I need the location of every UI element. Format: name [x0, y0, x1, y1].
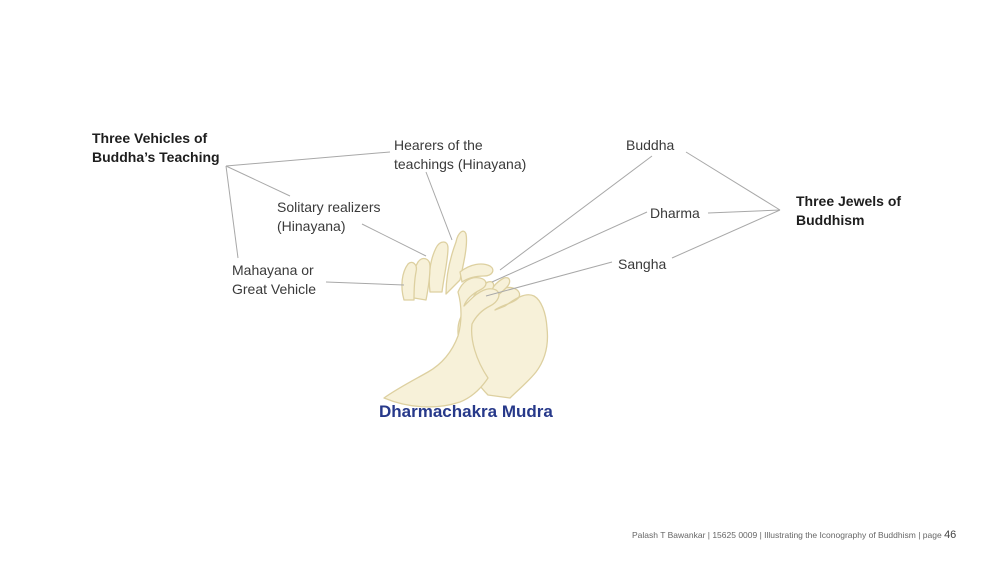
three-vehicles-heading-line1: Three Vehicles of	[92, 130, 208, 146]
mudra-hands-illustration	[383, 230, 549, 408]
footer-text: Palash T Bawankar | 15625 0009 | Illustr…	[632, 530, 942, 540]
label-hearers-line1: Hearers of the	[394, 137, 483, 153]
label-solitary-line2: (Hinayana)	[277, 218, 346, 234]
label-mahayana: Mahayana or Great Vehicle	[232, 261, 316, 299]
label-dharma: Dharma	[650, 205, 700, 221]
label-hearers: Hearers of the teachings (Hinayana)	[394, 136, 526, 174]
connector-line	[707, 209, 781, 214]
label-hearers-line2: teachings (Hinayana)	[394, 156, 527, 172]
left-hand-index	[459, 263, 494, 283]
connector-line	[485, 261, 613, 297]
left-hand-finger	[428, 241, 449, 293]
diagram-title: Dharmachakra Mudra	[379, 402, 553, 421]
connector-line	[225, 151, 391, 167]
connector-line	[671, 209, 781, 259]
footer: Palash T Bawankar | 15625 0009 | Illustr…	[632, 529, 956, 541]
connector-lines	[225, 151, 781, 297]
connector-line	[499, 155, 653, 271]
three-jewels-heading: Three Jewels of Buddhism	[796, 192, 901, 230]
connector-line	[491, 211, 648, 283]
label-mahayana-line2: Great Vehicle	[232, 281, 317, 297]
footer-page-number: 46	[944, 529, 957, 541]
connector-line	[425, 171, 453, 241]
connector-line	[325, 281, 405, 286]
label-solitary-realizers: Solitary realizers (Hinayana)	[277, 198, 380, 236]
connector-line	[225, 165, 239, 259]
left-hand	[383, 276, 500, 408]
three-jewels-heading-line2: Buddhism	[796, 212, 865, 228]
connector-line	[361, 223, 427, 257]
three-vehicles-heading-line2: Buddha’s Teaching	[92, 149, 220, 165]
label-mahayana-line1: Mahayana or	[232, 262, 314, 278]
left-hand-thumb	[401, 261, 418, 301]
connector-line	[225, 165, 291, 197]
left-hand-finger	[445, 230, 468, 295]
label-sangha: Sangha	[618, 256, 667, 272]
label-buddha: Buddha	[626, 137, 675, 153]
three-jewels-heading-line1: Three Jewels of	[796, 193, 902, 209]
connector-line	[685, 151, 781, 211]
three-vehicles-heading: Three Vehicles of Buddha’s Teaching	[92, 129, 220, 167]
label-solitary-line1: Solitary realizers	[277, 199, 381, 215]
